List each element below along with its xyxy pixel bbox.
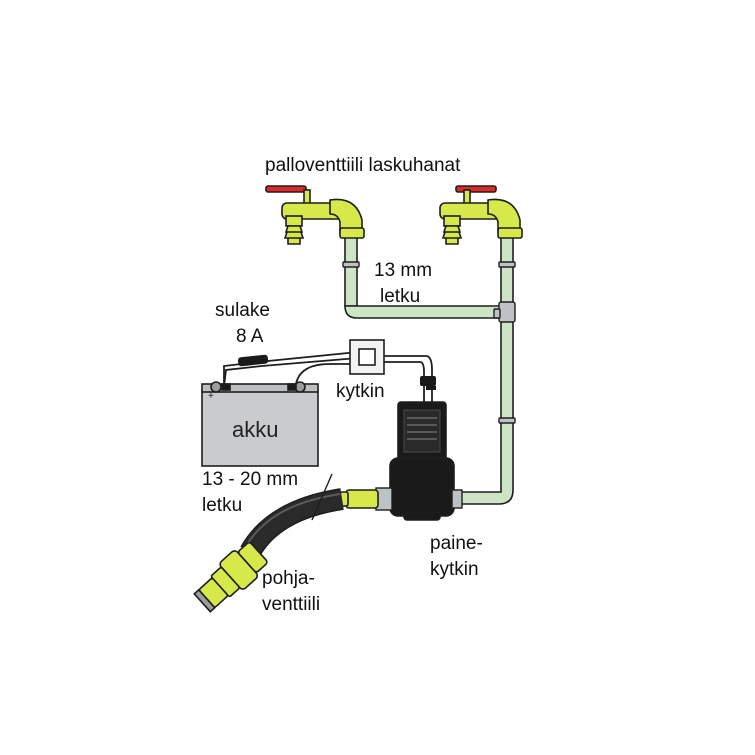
valve-nut: [339, 227, 365, 239]
label-hose-13-20-line2: letku: [202, 495, 242, 516]
valve-nut: [497, 227, 523, 239]
pipe-right-vertical: [457, 234, 514, 505]
label-pressure-switch-line2: kytkin: [430, 559, 479, 580]
fuse-holder: [237, 354, 269, 367]
label-switch: kytkin: [336, 381, 385, 402]
clamp: [498, 261, 516, 268]
pipe-clamps: [342, 261, 516, 424]
suction-hose-highlight: [245, 493, 341, 547]
label-hose-13-20-line1: 13 - 20 mm: [202, 469, 298, 490]
hose-barb: [283, 225, 305, 245]
wire-switch-to-pump-2: [384, 361, 425, 404]
label-hose-13-line1: 13 mm: [374, 260, 432, 281]
clamp: [498, 301, 516, 323]
label-fuse-line2: 8 A: [236, 326, 264, 347]
wire-connectors: [420, 376, 436, 390]
battery-plus-sign: +: [208, 391, 214, 402]
wire-switch-to-pump: [384, 355, 433, 404]
leader-lines: [311, 473, 333, 521]
wire-fuse-to-switch-2: [223, 357, 359, 387]
valve-spout: [285, 215, 303, 227]
pump-head: [389, 457, 455, 517]
fuse[interactable]: [237, 354, 269, 367]
valve-handle: [265, 185, 307, 193]
hose-barb: [441, 225, 463, 245]
pump-ports: [375, 487, 463, 511]
battery-body: [201, 389, 319, 467]
inlet-fittings: [339, 489, 379, 509]
pipe-horizontal-connector: [344, 305, 506, 319]
wire-battery-neg: [295, 363, 358, 385]
label-ball-valves: palloventtiili laskuhanat: [265, 155, 461, 176]
ball-valve-left[interactable]: [265, 185, 365, 245]
label-foot-valve-line2: venttiili: [262, 594, 320, 615]
valve-stem: [463, 189, 471, 205]
switch[interactable]: [349, 339, 385, 375]
valve-stem: [303, 189, 311, 205]
label-pressure-switch-line1: paine-: [430, 533, 483, 554]
label-foot-valve-line1: pohja-: [262, 568, 315, 589]
switch-rocker: [358, 348, 376, 366]
pipe-left-vertical: [344, 234, 358, 307]
pump-label: [403, 409, 441, 453]
label-fuse-line1: sulake: [215, 300, 270, 321]
battery: [201, 381, 319, 467]
valve-elbow: [487, 198, 521, 233]
label-hose-13-line2: letku: [380, 286, 420, 307]
label-battery: akku: [232, 417, 278, 442]
suction-hose-fill: [241, 489, 344, 558]
valve-elbow: [329, 198, 363, 233]
terminal-positive: [210, 381, 222, 393]
water-pump[interactable]: [389, 401, 455, 521]
valve-spout: [443, 215, 461, 227]
clamp: [493, 308, 501, 319]
clamp: [342, 261, 360, 268]
clamp: [498, 417, 516, 424]
pump-base: [403, 511, 441, 521]
foot-valve[interactable]: [190, 539, 271, 617]
ball-valve-right[interactable]: [439, 185, 523, 245]
valve-handle: [455, 185, 497, 193]
battery-top: [201, 383, 319, 393]
